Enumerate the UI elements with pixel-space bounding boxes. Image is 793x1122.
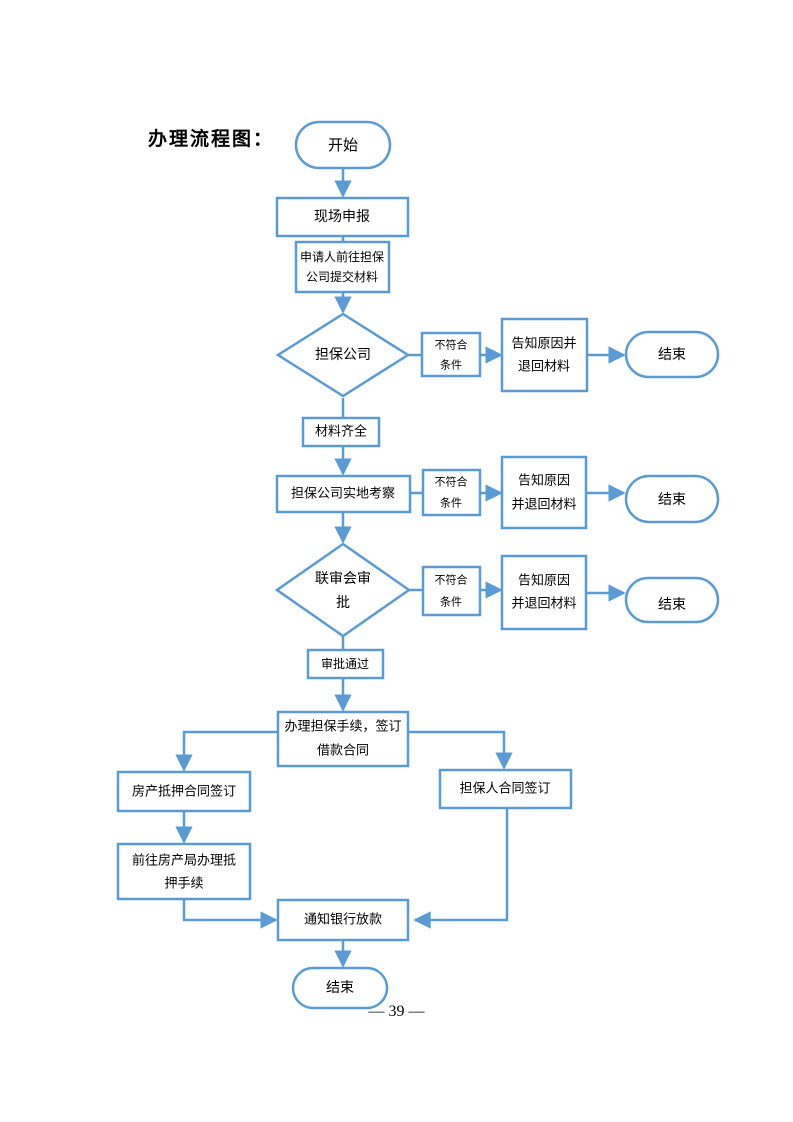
not-qualified-3-line-2: 条件 (440, 595, 462, 609)
notify-return-2-line-1: 告知原因 (518, 473, 570, 489)
page-title: 办理流程图： (148, 128, 275, 150)
connectors (175, 168, 626, 968)
notify-return-3-line-2: 并退回材料 (511, 597, 576, 612)
guarantee-procedures-box (276, 710, 410, 768)
onsite-application-box (275, 196, 410, 238)
not-qualified-1-line-1: 不符合 (435, 338, 468, 352)
not-qualified-2-line-2: 条件 (440, 496, 462, 510)
approved-box (306, 648, 385, 680)
notify-bank-box (276, 898, 410, 942)
guarantor-contract-box (438, 768, 573, 810)
approved-label: 审批通过 (321, 656, 369, 671)
notify-bank-label: 通知银行放款 (304, 912, 382, 928)
guarantee-procedures-line-1: 办理担保手续，签订 (284, 719, 401, 735)
joint-review-line-1: 联审会审 (315, 571, 371, 587)
submit-materials-box (294, 240, 391, 294)
end-terminal-1 (624, 330, 720, 379)
final-end-label: 结束 (326, 980, 354, 996)
not-qualified-box-2 (421, 468, 482, 517)
housing-bureau-line-1: 前往房产局办理抵 (132, 853, 236, 869)
notify-return-box-2 (500, 455, 588, 530)
page-number: — 39 — (368, 1003, 425, 1020)
site-inspection-label: 担保公司实地考察 (291, 487, 395, 502)
materials-complete-label: 材料齐全 (315, 424, 367, 440)
housing-bureau-line-2: 押手续 (164, 877, 203, 892)
notify-return-2-line-2: 并退回材料 (511, 498, 576, 513)
submit-materials-label-line-2: 公司提交材料 (306, 269, 378, 284)
labels: 开始 现场申报 申请人前往担保 公司提交材料 担保公司 不符合 条件 告知原因并… (132, 136, 686, 996)
submit-materials-label-line-1: 申请人前往担保 (300, 249, 384, 264)
joint-review-line-2: 批 (336, 595, 350, 611)
guarantee-company-label: 担保公司 (315, 347, 371, 363)
notify-return-1-line-1: 告知原因并 (511, 336, 576, 352)
arrow-bureau-to-bank (182, 899, 278, 929)
joint-review-diamond (274, 542, 412, 638)
not-qualified-2-line-1: 不符合 (435, 475, 468, 489)
end-1-label: 结束 (658, 347, 686, 363)
not-qualified-box-1 (420, 331, 482, 378)
start-label: 开始 (328, 136, 358, 154)
arrow-procedures-to-mortgage (175, 730, 278, 772)
notify-return-1-line-2: 退回材料 (518, 360, 570, 375)
end-terminal-3 (624, 576, 720, 624)
start-terminal (294, 120, 392, 170)
not-qualified-1-line-2: 条件 (440, 358, 462, 372)
not-qualified-box-3 (421, 565, 482, 617)
arrow-procedures-to-guarantor (408, 730, 513, 770)
guarantor-contract-label: 担保人合同签订 (459, 781, 550, 797)
final-end-terminal (291, 966, 389, 1010)
mortgage-contract-label: 房产抵押合同签订 (132, 784, 236, 800)
guarantee-company-diamond (275, 312, 411, 398)
site-inspection-box (275, 474, 412, 514)
not-qualified-3-line-1: 不符合 (435, 573, 468, 587)
arrow-guarantor-to-bank (413, 808, 509, 929)
housing-bureau-box (116, 842, 252, 901)
guarantee-procedures-line-2: 借款合同 (317, 744, 369, 759)
mortgage-contract-box (116, 770, 252, 813)
notify-return-box-3 (500, 554, 588, 631)
end-terminal-2 (624, 474, 720, 524)
notify-return-box-1 (500, 317, 589, 393)
shapes (116, 120, 720, 1010)
onsite-application-label: 现场申报 (314, 209, 370, 225)
end-2-label: 结束 (658, 492, 686, 508)
end-3-label: 结束 (658, 597, 686, 613)
materials-complete-box (301, 416, 381, 448)
notify-return-3-line-1: 告知原因 (518, 573, 570, 589)
